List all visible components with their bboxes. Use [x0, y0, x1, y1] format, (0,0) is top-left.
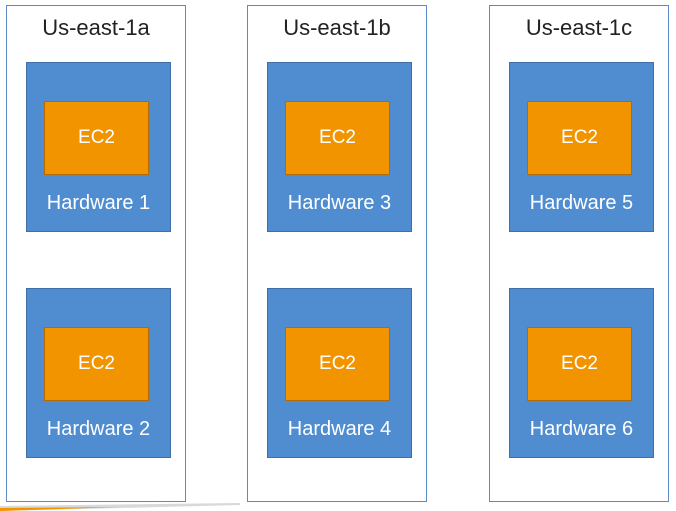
hardware-label: Hardware 6 [529, 418, 634, 440]
hardware-label: Hardware 2 [46, 418, 151, 440]
ec2-instance: EC2 [527, 101, 632, 175]
zone-title: Us-east-1c [525, 15, 633, 40]
ec2-instance: EC2 [285, 101, 390, 175]
availability-zone-c: Us-east-1c EC2 Hardware 5 EC2 Hardware 6 [489, 5, 669, 502]
ec2-instance: EC2 [527, 327, 632, 401]
hardware-label: Hardware 5 [529, 192, 634, 214]
availability-zone-a: Us-east-1a EC2 Hardware 1 EC2 Hardware 2 [6, 5, 186, 502]
hardware-box: EC2 Hardware 5 [509, 62, 654, 232]
zone-title: Us-east-1a [42, 15, 150, 40]
decorative-accent [0, 503, 240, 511]
hardware-box: EC2 Hardware 1 [26, 62, 171, 232]
zone-title: Us-east-1b [283, 15, 391, 40]
hardware-label: Hardware 1 [46, 192, 151, 214]
ec2-instance: EC2 [285, 327, 390, 401]
hardware-box: EC2 Hardware 4 [267, 288, 412, 458]
availability-zone-b: Us-east-1b EC2 Hardware 3 EC2 Hardware 4 [247, 5, 427, 502]
hardware-label: Hardware 3 [287, 192, 392, 214]
hardware-box: EC2 Hardware 6 [509, 288, 654, 458]
ec2-instance: EC2 [44, 327, 149, 401]
ec2-instance: EC2 [44, 101, 149, 175]
hardware-label: Hardware 4 [287, 418, 392, 440]
hardware-box: EC2 Hardware 3 [267, 62, 412, 232]
hardware-box: EC2 Hardware 2 [26, 288, 171, 458]
